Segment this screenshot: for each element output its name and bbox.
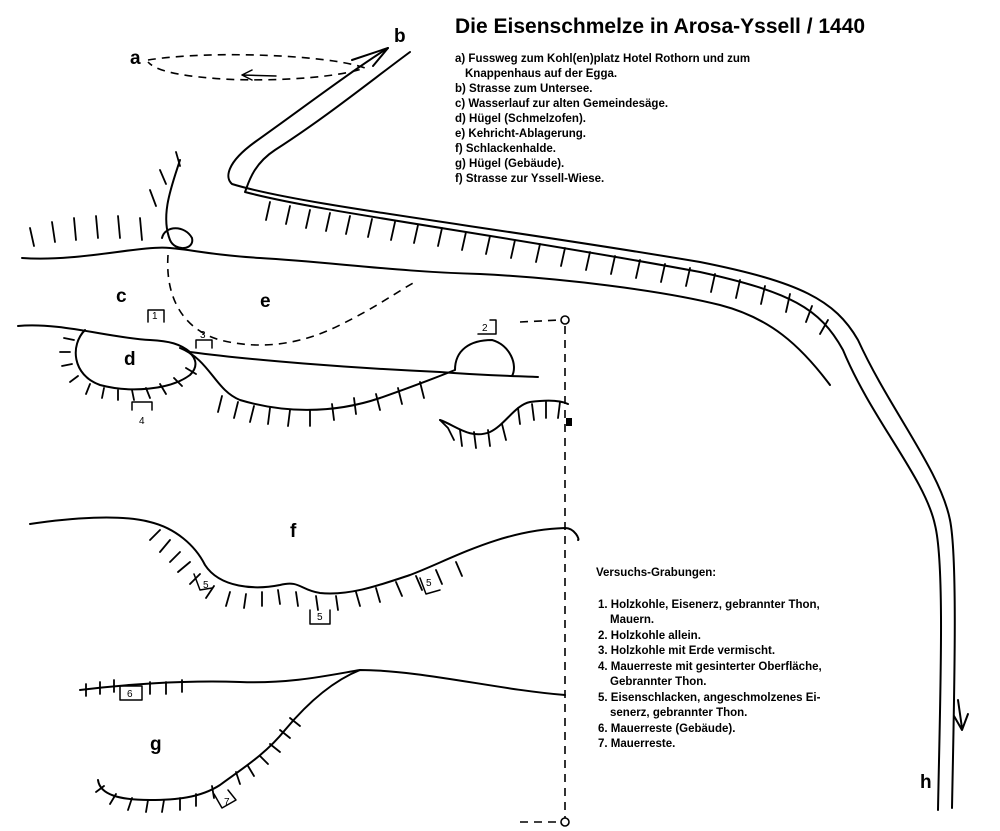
legend-line: e) Kehricht-Ablagerung. <box>455 128 586 140</box>
excavation-item: 3. Holzkohle mit Erde vermischt. <box>598 645 775 657</box>
pit-7: 7 <box>213 789 237 809</box>
svg-text:5: 5 <box>203 580 209 591</box>
road-b-h <box>227 47 969 811</box>
legend-line: f) Schlackenhalde. <box>455 143 556 155</box>
legend-line: a) Fussweg zum Kohl(en)platz Hotel Rotho… <box>455 53 750 65</box>
footpath-a <box>147 53 368 81</box>
excavation-item: 2. Holzkohle allein. <box>598 630 701 642</box>
excavation-item: 4. Mauerreste mit gesinterter Oberfläche… <box>598 661 822 673</box>
road-hatching <box>265 201 829 335</box>
letter-a: a <box>130 48 141 69</box>
svg-text:6: 6 <box>127 689 133 700</box>
letter-d: d <box>124 349 136 370</box>
pit-6: 6 <box>119 685 143 701</box>
legend-line: f) Strasse zur Yssell-Wiese. <box>455 173 604 185</box>
pit-5a: 5 <box>193 573 213 591</box>
svg-text:5: 5 <box>426 578 432 589</box>
legend-line: c) Wasserlauf zur alten Gemeindesäge. <box>455 98 668 110</box>
pit-3: 3 <box>195 330 213 349</box>
svg-text:1: 1 <box>152 311 158 322</box>
map-title: Die Eisenschmelze in Arosa-Yssell / 1440 <box>455 15 865 38</box>
excavation-item: Mauern. <box>610 614 654 626</box>
letter-b: b <box>394 26 406 47</box>
svg-text:4: 4 <box>139 416 145 427</box>
svg-text:2: 2 <box>482 323 488 334</box>
letter-g: g <box>150 734 162 755</box>
excavation-item: senerz, gebrannter Thon. <box>610 707 747 719</box>
svg-text:7: 7 <box>224 797 230 808</box>
excavation-item: 5. Eisenschlacken, angeschmolzenes Ei- <box>598 692 821 704</box>
pit-4: 4 <box>131 401 153 427</box>
svg-text:3: 3 <box>200 330 206 341</box>
letter-e: e <box>260 291 271 312</box>
watercourse-c <box>21 151 831 386</box>
excavation-list: Versuchs-Grabungen: 1. Holzkohle, Eisene… <box>596 567 822 750</box>
letter-f: f <box>290 521 297 542</box>
slag-heap-f <box>29 516 580 611</box>
refuse-area-e <box>166 254 416 346</box>
legend: a) Fussweg zum Kohl(en)platz Hotel Rotho… <box>455 53 750 185</box>
letter-c: c <box>116 286 127 307</box>
terrain-middle <box>17 324 569 449</box>
excavation-item: 7. Mauerreste. <box>598 738 675 750</box>
excavation-item: 6. Mauerreste (Gebäude). <box>598 723 735 735</box>
legend-line: g) Hügel (Gebäude). <box>455 158 564 170</box>
excavation-item: 1. Holzkohle, Eisenerz, gebrannter Thon, <box>598 599 820 611</box>
svg-text:5: 5 <box>317 612 323 623</box>
legend-line: Knappenhaus auf der Egga. <box>465 68 617 80</box>
pit-5b: 5 <box>309 609 331 625</box>
area-letters: a b c d e f g h <box>116 26 932 793</box>
boundary-line <box>519 315 572 827</box>
pit-markers: 1 2 3 4 5 5 5 6 <box>119 309 497 809</box>
legend-line: d) Hügel (Schmelzofen). <box>455 113 586 125</box>
pit-1: 1 <box>147 309 165 323</box>
letter-h: h <box>920 772 932 793</box>
excavation-item: Gebrannter Thon. <box>610 676 706 688</box>
pit-2: 2 <box>477 319 497 335</box>
legend-line: b) Strasse zum Untersee. <box>455 83 592 95</box>
building-mound-g <box>79 669 566 813</box>
excavation-heading: Versuchs-Grabungen: <box>596 567 716 579</box>
pit-5c: 5 <box>419 577 441 595</box>
